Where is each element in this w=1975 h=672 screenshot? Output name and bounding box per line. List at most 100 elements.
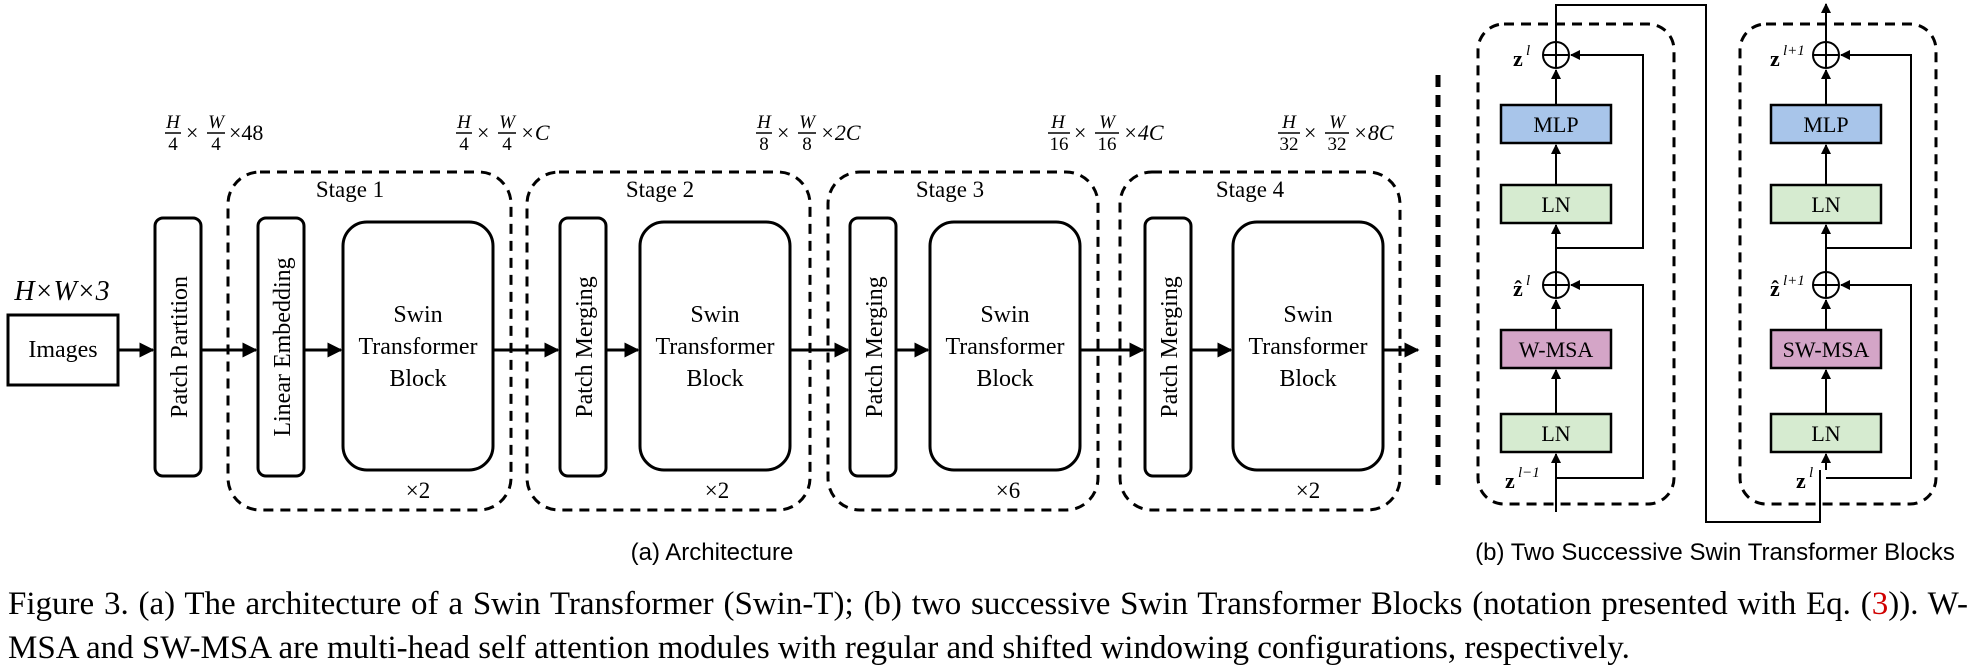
dim-3-num-h: H (756, 112, 772, 133)
dim-5-den-w: 32 (1328, 134, 1347, 155)
stage-2-box (525, 170, 812, 512)
stage-4-repeat: ×2 (1296, 478, 1320, 503)
stage-3-box (826, 170, 1100, 512)
dim-4-den-h: 16 (1050, 134, 1069, 155)
block-1-ln-bottom-box (1499, 412, 1613, 454)
caption-equation-ref[interactable]: 3 (1871, 586, 1889, 622)
dim-3-den-h: 8 (759, 134, 769, 155)
block-2-z-out-sup: l+1 (1783, 43, 1805, 59)
swin-block-4-line3: Block (1279, 366, 1336, 392)
dim-label-5: H 32 × W 32 ×8C (1278, 112, 1394, 155)
patch-merging-1-label: Patch Merging (572, 276, 598, 418)
stage-1-repeat: ×2 (406, 478, 430, 503)
patch-merging-2-box (848, 216, 898, 478)
swin-block-1-line3: Block (389, 366, 446, 392)
swin-block-3-line1: Swin (980, 302, 1029, 328)
dim-2-tail: ×C (520, 120, 550, 145)
dim-2-times: × (477, 120, 489, 145)
block-2-zhat-var: ẑ (1770, 276, 1780, 301)
block-2-zhat-sup: l+1 (1783, 273, 1805, 289)
swin-block-2-line3: Block (686, 366, 743, 392)
swin-block-4-box (1231, 220, 1385, 472)
dim-5-num-w: W (1329, 112, 1347, 133)
swin-block-4-line1: Swin (1283, 302, 1332, 328)
block-2-z-out-var: z (1770, 46, 1780, 71)
block-1-wmsa-box (1499, 328, 1613, 370)
dim-2-num-w: W (499, 112, 517, 133)
dim-label-1: H 4 × W 4 ×48 (165, 112, 263, 155)
dim-2-num-h: H (456, 112, 472, 133)
input-size-label: H×W×3 (13, 276, 109, 307)
block-1-container (1476, 22, 1676, 506)
block-1-z-out-label: z l (1513, 43, 1530, 71)
block-2-ln-bottom-label: LN (1811, 421, 1840, 446)
stage-2-repeat: ×2 (705, 478, 729, 503)
block-2-ln-top-label: LN (1811, 192, 1840, 217)
dim-4-num-w: W (1099, 112, 1117, 133)
patch-partition-box (153, 216, 203, 478)
swin-block-1-line2: Transformer (358, 334, 477, 360)
swin-block-4-line2: Transformer (1248, 334, 1367, 360)
block-1-arrows (1551, 4, 1821, 523)
block-1-z-in-sup: l−1 (1518, 465, 1540, 481)
swin-block-2-box (638, 220, 792, 472)
dim-5-num-h: H (1281, 112, 1297, 133)
stage-2-title: Stage 2 (626, 177, 694, 202)
block-2-swmsa-label: SW-MSA (1783, 337, 1870, 362)
dim-label-2: H 4 × W 4 ×C (456, 112, 550, 155)
caption-part-2: )). W-MSA and SW-MSA are multi-head self… (8, 586, 1969, 666)
figure-caption: Figure 3. (a) The architecture of a Swin… (8, 582, 1968, 670)
images-label: Images (28, 337, 97, 363)
block-2-ln-bottom-box (1769, 412, 1883, 454)
architecture-subcaption: (a) Architecture (631, 539, 794, 566)
dim-3-times: × (777, 120, 789, 145)
patch-merging-3-label: Patch Merging (1157, 276, 1183, 418)
block-1-zhat-sup: l (1526, 273, 1530, 289)
dim-4-den-w: 16 (1098, 134, 1117, 155)
dim-label-4: H 16 × W 16 ×4C (1048, 112, 1164, 155)
stage-4-box (1118, 170, 1402, 512)
block-1-z-out-var: z (1513, 46, 1523, 71)
block-1-zhat-label: ẑ l (1513, 273, 1530, 301)
block-2-ln-top-box (1769, 183, 1883, 225)
dim-2-den-w: 4 (502, 134, 512, 155)
dim-3-num-w: W (799, 112, 817, 133)
dim-label-3: H 8 × W 8 ×2C (756, 112, 861, 155)
block-1-wmsa-label: W-MSA (1519, 337, 1594, 362)
dim-1-den-h: 4 (168, 134, 178, 155)
linear-embedding-label: Linear Embedding (270, 257, 296, 436)
block-2-container (1738, 22, 1938, 506)
block-2-z-in-var: z (1796, 468, 1806, 493)
dim-5-tail: ×8C (1353, 120, 1394, 145)
patch-merging-2-label: Patch Merging (862, 276, 888, 418)
patch-partition-label: Patch Partition (167, 276, 193, 418)
swin-block-3-line3: Block (976, 366, 1033, 392)
block-1-z-in-var: z (1505, 468, 1515, 493)
block-2-z-in-sup: l (1809, 465, 1813, 481)
block-2-arrows (1821, 3, 1912, 479)
patch-merging-3-box (1143, 216, 1193, 478)
images-box (6, 313, 120, 387)
block-1-z-out-sup: l (1526, 43, 1530, 59)
dim-4-num-h: H (1050, 112, 1066, 133)
swin-block-3-box (928, 220, 1082, 472)
dim-2-den-h: 4 (459, 134, 469, 155)
block-1-z-in-label: z l−1 (1505, 465, 1540, 493)
block-1-ln-bottom-label: LN (1541, 421, 1570, 446)
dim-4-times: × (1074, 120, 1086, 145)
dim-3-den-w: 8 (802, 134, 812, 155)
architecture-panel: H×W×3 Images Patch Partition Stage 1 Sta… (6, 112, 1420, 566)
block-1-ln-top-label: LN (1541, 192, 1570, 217)
dim-1-num-w: W (208, 112, 226, 133)
stage-4-title: Stage 4 (1216, 177, 1285, 202)
stage-1-box (226, 170, 513, 512)
stage-3-title: Stage 3 (916, 177, 984, 202)
dim-1-den-w: 4 (211, 134, 221, 155)
swin-block-1-box (341, 220, 495, 472)
block-1-zhat-var: ẑ (1513, 276, 1523, 301)
block-2-z-in-label: z l (1796, 465, 1813, 493)
caption-part-1: Figure 3. (a) The architecture of a Swin… (8, 586, 1872, 622)
dim-5-den-h: 32 (1280, 134, 1299, 155)
dim-4-tail: ×4C (1123, 120, 1164, 145)
